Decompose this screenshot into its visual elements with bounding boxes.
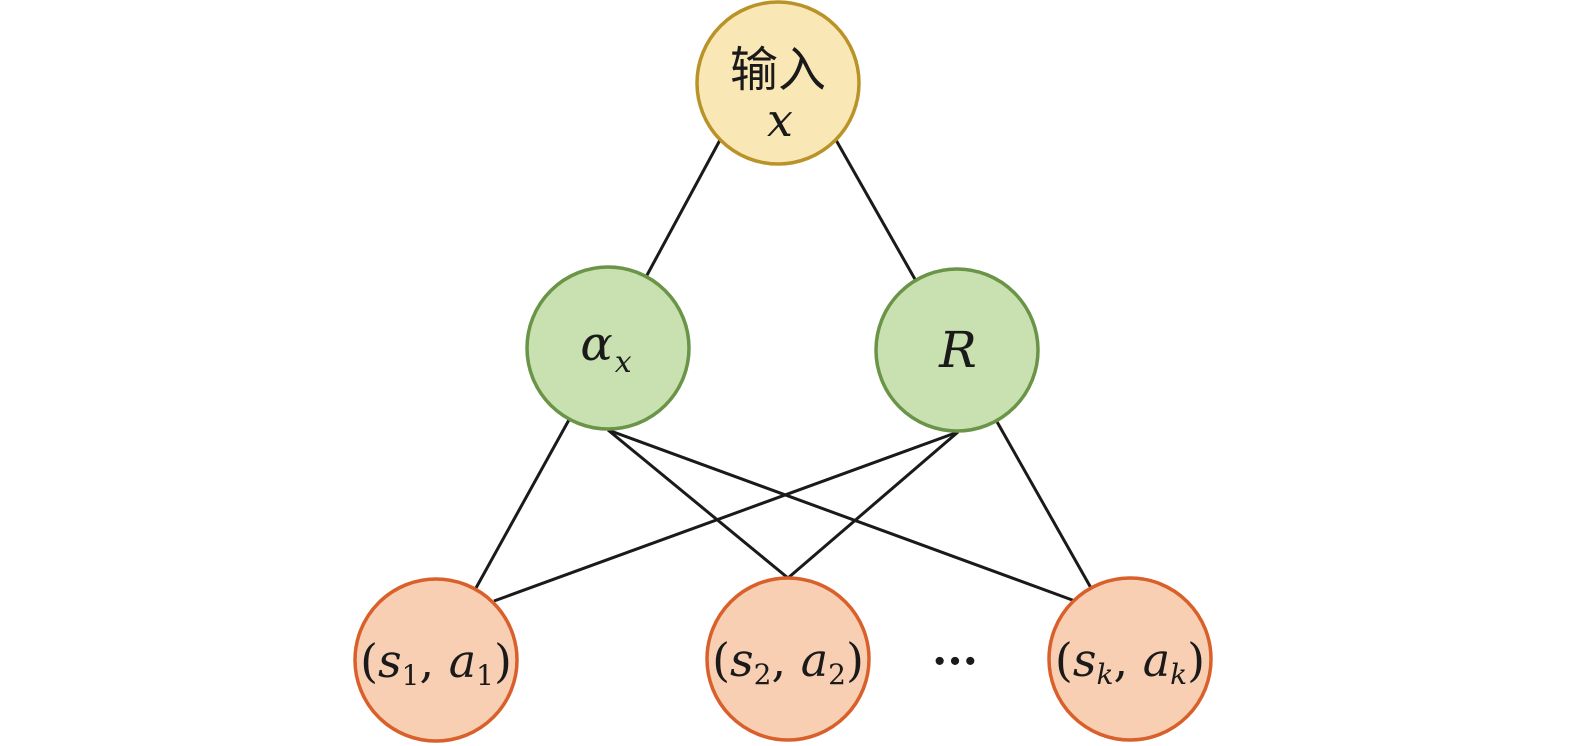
alpha-symbol: α [580, 316, 612, 372]
node-r: R [874, 267, 1040, 433]
node-alpha: αx [525, 265, 691, 431]
edge-alpha-pairk [607, 428, 1076, 603]
edge-r-pairk [994, 419, 1093, 589]
node-input-var: x [767, 93, 793, 147]
pair-2-a: a [801, 633, 828, 687]
node-pair-k-label: (sk, ak) [1055, 633, 1205, 691]
pair-1-open: ( [360, 634, 378, 688]
node-r-circle [874, 267, 1040, 433]
pair-2-sep: , [771, 633, 800, 687]
pair-k-close: ) [1187, 633, 1205, 687]
edge-r-pair1 [493, 430, 959, 603]
pair-1-s: s [378, 634, 402, 688]
node-pair-k: (sk, ak) [1047, 576, 1213, 742]
edge-input-alpha [644, 139, 722, 278]
pair-1-s-sub: 1 [402, 659, 420, 692]
node-pair-1: (s1, a1) [353, 577, 519, 743]
edge-alpha-pair1 [474, 417, 572, 589]
node-alpha-label: αx [580, 316, 631, 380]
node-input-label: 输入 [730, 42, 826, 98]
pair-1-a-sub: 1 [476, 659, 494, 692]
edge-r-pair2 [787, 430, 959, 580]
edge-input-r [834, 139, 918, 282]
alpha-subscript: x [615, 345, 632, 380]
node-pair-2-circle [705, 576, 871, 742]
pair-k-s-sub: k [1096, 658, 1113, 691]
pair-1-a: a [449, 634, 476, 688]
node-pair-2: (s2, a2) [705, 576, 871, 742]
pair-2-s-sub: 2 [754, 658, 772, 691]
pair-2-s: s [730, 633, 754, 687]
pair-1-sep: , [419, 634, 448, 688]
node-r-label: R [938, 321, 977, 379]
pair-2-open: ( [712, 633, 730, 687]
pair-k-s: s [1073, 633, 1097, 687]
node-input: 输入 x [695, 0, 861, 166]
node-alpha-circle [525, 265, 691, 431]
node-pair-1-circle [353, 577, 519, 743]
pair-k-sep: , [1113, 633, 1142, 687]
node-pair-2-label: (s2, a2) [712, 633, 864, 691]
edges [474, 139, 1093, 603]
pair-2-a-sub: 2 [828, 658, 846, 691]
node-pair-1-label: (s1, a1) [360, 634, 512, 692]
pair-k-open: ( [1055, 633, 1073, 687]
node-input-circle [695, 0, 861, 166]
pair-2-close: ) [846, 633, 864, 687]
pair-k-a: a [1143, 633, 1170, 687]
pair-k-a-sub: k [1170, 658, 1187, 691]
pair-1-close: ) [494, 634, 512, 688]
ellipsis: ··· [932, 636, 978, 687]
node-pair-k-circle [1047, 576, 1213, 742]
edge-alpha-pair2 [607, 428, 789, 580]
